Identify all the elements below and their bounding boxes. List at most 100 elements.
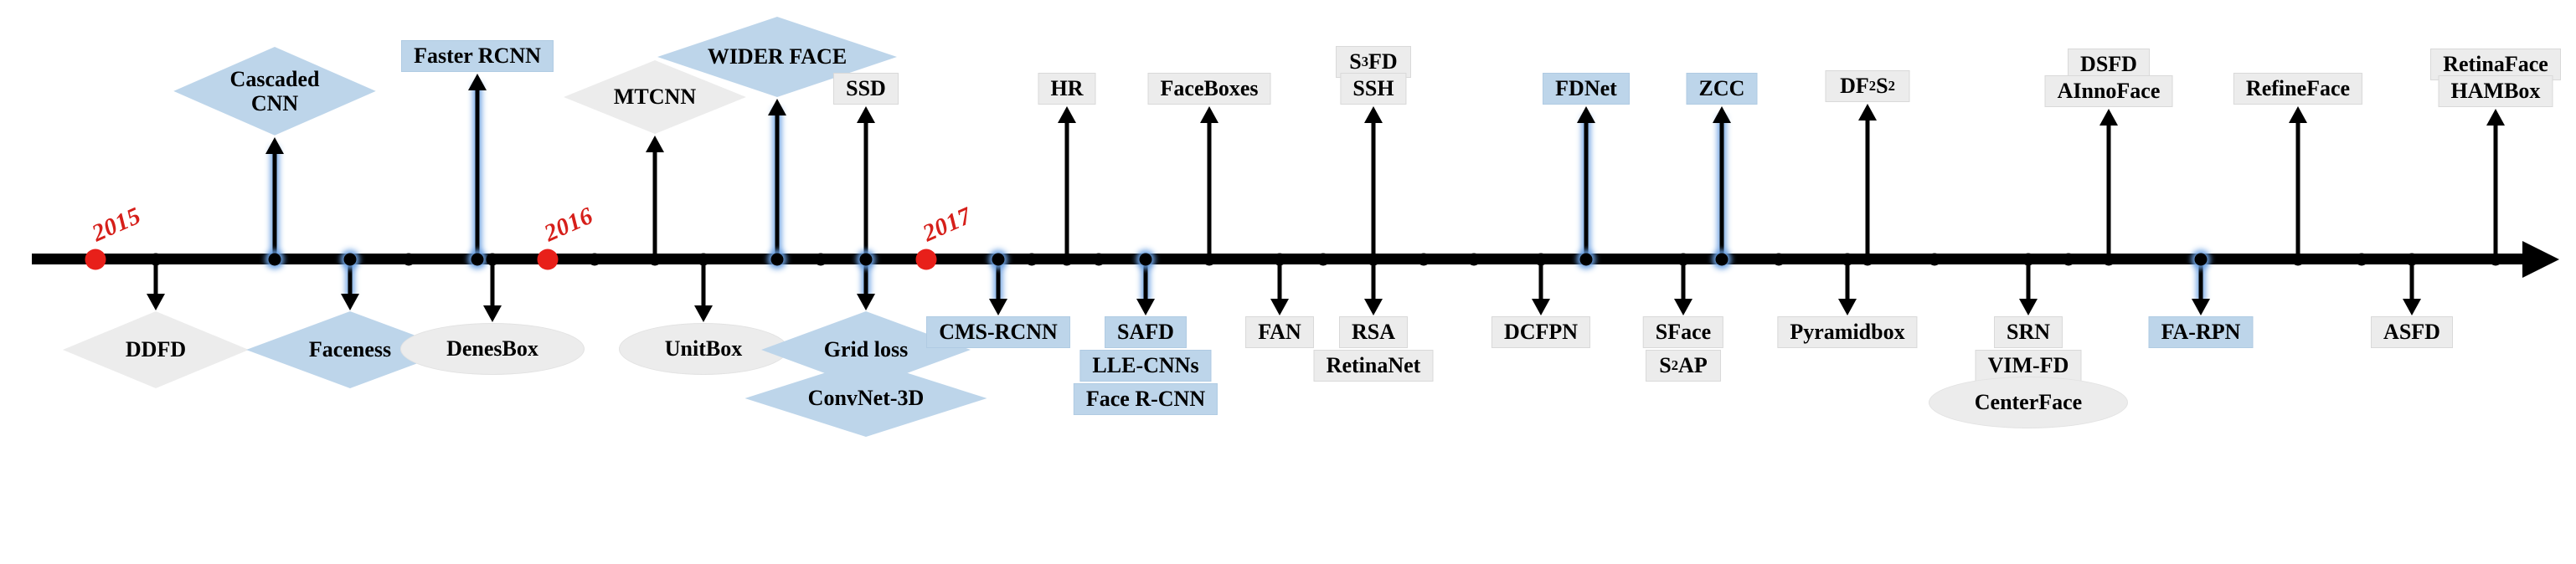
arrow-down-icon bbox=[483, 305, 502, 322]
timeline-node-dot bbox=[2405, 253, 2419, 266]
node-faceboxes: FaceBoxes bbox=[1147, 73, 1271, 105]
timeline-node-dot bbox=[2102, 253, 2115, 266]
node-convnet-3d: ConvNet-3D bbox=[744, 360, 987, 437]
node-face-r-cnn: Face R-CNN bbox=[1073, 383, 1218, 415]
arrow-up-icon bbox=[1713, 106, 1731, 123]
timeline-node-dot bbox=[770, 253, 784, 266]
node-ssd: SSD bbox=[833, 73, 899, 105]
connector-down bbox=[1538, 259, 1543, 299]
node-unitbox: UnitBox bbox=[619, 323, 788, 375]
timeline-arrow-icon bbox=[2522, 241, 2559, 278]
timeline-node-dot bbox=[1841, 253, 1854, 266]
node-centerface: CenterFace bbox=[1929, 377, 2128, 428]
connector-up bbox=[1064, 118, 1069, 259]
node-dsfd: DSFD bbox=[2068, 49, 2150, 80]
node-safd: SAFD bbox=[1105, 316, 1187, 348]
connector-up bbox=[775, 110, 780, 259]
timeline-node-dot bbox=[1417, 253, 1430, 266]
arrow-down-icon bbox=[1838, 299, 1857, 315]
timeline-node-dot bbox=[1316, 253, 1330, 266]
connector-down bbox=[996, 259, 1001, 299]
connector-down bbox=[153, 259, 158, 294]
connector-up bbox=[863, 118, 868, 259]
arrow-up-icon bbox=[1200, 106, 1218, 123]
node-ddfd: DDFD bbox=[63, 311, 249, 388]
connector-up bbox=[2106, 120, 2111, 259]
timeline-node-dot bbox=[1139, 253, 1152, 266]
arrow-down-icon bbox=[989, 299, 1007, 315]
timeline-node-dot bbox=[486, 253, 499, 266]
arrow-down-icon bbox=[2192, 299, 2210, 315]
year-label-2017: 2017 bbox=[919, 202, 976, 248]
connector-down bbox=[1371, 259, 1376, 299]
timeline-node-dot bbox=[2355, 253, 2368, 266]
arrow-down-icon bbox=[2403, 299, 2421, 315]
node-cms-rcnn: CMS-RCNN bbox=[926, 316, 1070, 348]
timeline-node-dot bbox=[268, 253, 281, 266]
timeline-node-dot bbox=[1025, 253, 1038, 266]
timeline-node-dot bbox=[1467, 253, 1481, 266]
timeline-node-dot bbox=[814, 253, 827, 266]
timeline-node-dot bbox=[1772, 253, 1785, 266]
timeline-node-dot bbox=[648, 253, 662, 266]
year-label-2016: 2016 bbox=[540, 202, 597, 248]
node-fan: FAN bbox=[1245, 316, 1314, 348]
node-refineface: RefineFace bbox=[2233, 73, 2363, 105]
connector-down bbox=[701, 259, 706, 305]
arrow-up-icon bbox=[468, 74, 487, 90]
timeline-node-dot bbox=[2194, 253, 2208, 266]
node-zcc: ZCC bbox=[1686, 73, 1758, 105]
timeline-node-dot bbox=[343, 253, 357, 266]
timeline-node-dot bbox=[1715, 253, 1728, 266]
connector-up bbox=[1584, 118, 1589, 259]
connector-down bbox=[2026, 259, 2031, 299]
timeline-node-dot bbox=[859, 253, 873, 266]
arrow-up-icon bbox=[265, 137, 284, 154]
timeline-node-dot bbox=[1534, 253, 1548, 266]
timeline-node-dot bbox=[1677, 253, 1690, 266]
timeline-node-dot bbox=[402, 253, 415, 266]
timeline-node-dot bbox=[1928, 253, 1941, 266]
node-fa-rpn: FA-RPN bbox=[2148, 316, 2254, 348]
connector-down bbox=[1277, 259, 1282, 299]
node-retinanet: RetinaNet bbox=[1313, 350, 1434, 382]
node-pyramidbox: Pyramidbox bbox=[1777, 316, 1918, 348]
arrow-up-icon bbox=[1858, 104, 1877, 120]
connector-up bbox=[2493, 120, 2498, 259]
arrow-down-icon bbox=[341, 294, 359, 310]
timeline-node-dot bbox=[471, 253, 484, 266]
timeline-node-dot bbox=[1060, 253, 1074, 266]
arrow-up-icon bbox=[2289, 106, 2307, 123]
arrow-up-icon bbox=[1058, 106, 1076, 123]
node-srn: SRN bbox=[1993, 316, 2063, 348]
node-lle-cnns: LLE-CNNs bbox=[1079, 350, 1212, 382]
connector-up bbox=[1371, 118, 1376, 259]
node-rsa: RSA bbox=[1338, 316, 1409, 348]
arrow-down-icon bbox=[1674, 299, 1692, 315]
timeline-node-dot bbox=[2022, 253, 2035, 266]
node-ssh: SSH bbox=[1340, 73, 1407, 105]
year-marker-2016 bbox=[537, 249, 559, 270]
arrow-up-icon bbox=[857, 106, 875, 123]
connector-down bbox=[348, 259, 353, 294]
node-faster-rcnn: Faster RCNN bbox=[401, 40, 554, 72]
connector-down bbox=[490, 259, 495, 305]
year-marker-2017 bbox=[915, 249, 937, 270]
arrow-down-icon bbox=[147, 294, 165, 310]
arrow-down-icon bbox=[857, 294, 875, 310]
connector-up bbox=[2295, 118, 2300, 259]
arrow-up-icon bbox=[2486, 109, 2505, 126]
connector-up bbox=[1719, 118, 1724, 259]
arrow-down-icon bbox=[1364, 299, 1383, 315]
timeline-node-dot bbox=[697, 253, 710, 266]
node-ainnoface: AInnoFace bbox=[2044, 75, 2173, 107]
timeline-node-dot bbox=[1092, 253, 1105, 266]
timeline-node-dot bbox=[2291, 253, 2305, 266]
timeline-node-dot bbox=[149, 253, 162, 266]
node-dcfpn: DCFPN bbox=[1491, 316, 1591, 348]
connector-down bbox=[2409, 259, 2414, 299]
